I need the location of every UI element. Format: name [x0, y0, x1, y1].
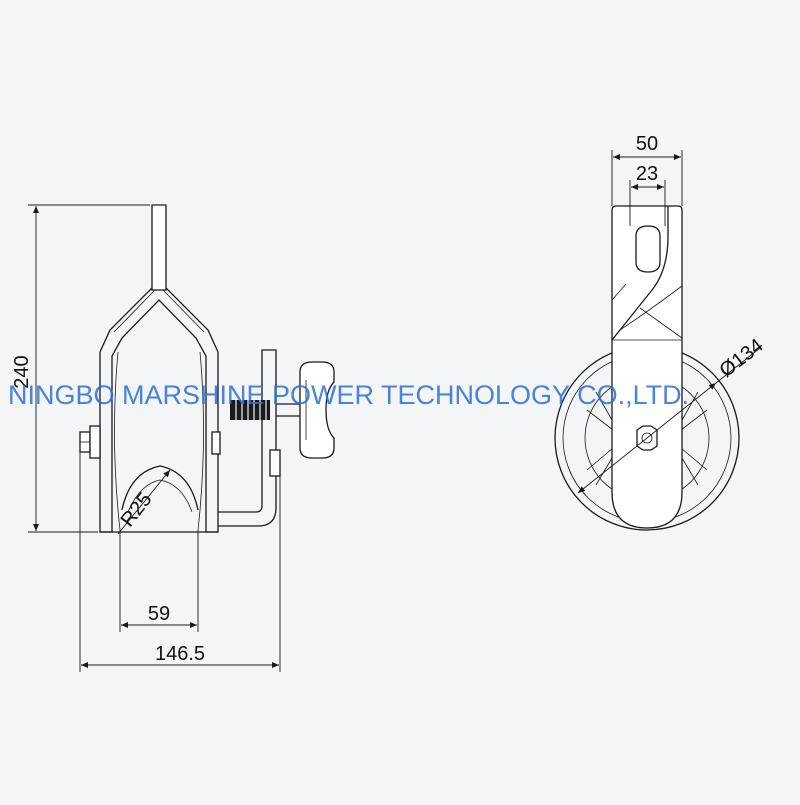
front-dimensions: 240 59 146.5 R25	[11, 204, 281, 672]
y-frame	[99, 287, 219, 533]
sheave-left-edge	[114, 351, 121, 531]
hanger-tab	[151, 204, 167, 291]
slot-width-label: 23	[636, 163, 658, 185]
hook-slot	[635, 225, 661, 273]
company-watermark: NINGBO MARSHINE POWER TECHNOLOGY CO.,LTD…	[8, 380, 690, 410]
side-view	[554, 205, 740, 531]
side-plate	[611, 205, 683, 529]
bracket-nut	[269, 449, 281, 477]
height-label: 240	[11, 355, 33, 388]
t-handle-knob	[299, 361, 335, 459]
overall-width-label: 146.5	[155, 643, 205, 665]
top-width-label: 50	[636, 133, 658, 155]
sheave-right-edge	[197, 351, 204, 531]
radius-label: R25	[117, 489, 157, 531]
groove-arc	[121, 465, 199, 511]
axle-end-right	[211, 431, 221, 455]
diameter-dim-line	[577, 382, 717, 494]
front-view	[79, 204, 335, 533]
diameter-label: Ø134	[716, 334, 768, 381]
radius-leader	[117, 469, 171, 535]
inner-width-label: 59	[148, 603, 170, 625]
side-bracket	[218, 349, 277, 527]
hook-opening	[611, 206, 669, 341]
